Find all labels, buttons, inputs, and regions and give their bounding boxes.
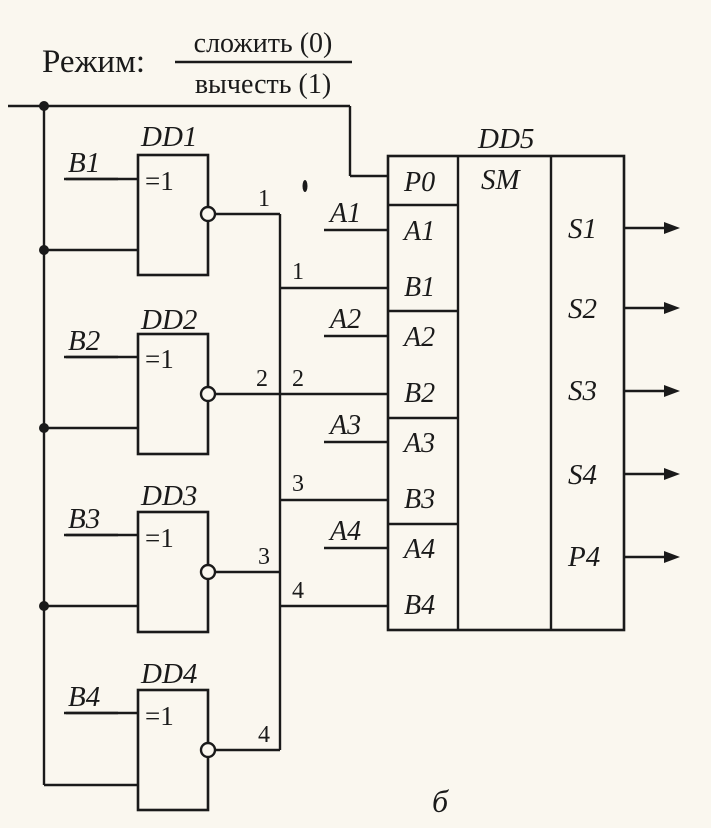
figure-caption: б [432,783,449,819]
junction-dot [39,101,49,111]
xor-gate-dd2: DD2 =1 B2 2 [64,304,388,456]
gate-name: DD1 [140,121,197,153]
gate-function: =1 [145,523,174,553]
gate-output-number: 3 [258,544,270,570]
output-arrows [624,222,680,563]
gate-function: =1 [145,701,174,731]
gate-name: DD3 [140,480,197,512]
junction-dot [39,245,49,255]
gate-name: DD2 [140,304,197,336]
adder-input-b3: B3 [404,484,435,515]
adder-output-s4: S4 [568,459,597,491]
junction-dot [39,423,49,433]
gate-input-label: B2 [68,325,100,357]
adder-output-s3: S3 [568,375,597,407]
gate-output-number: 4 [258,722,270,748]
mode-label: Режим: [42,44,145,80]
xor-gate-dd3: DD3 =1 B3 3 [64,480,280,634]
adder-input-a4: A4 [402,534,435,565]
gate-function: =1 [145,344,174,374]
arrow-head-icon [664,468,680,480]
adder-output-s1: S1 [568,213,597,245]
a-input-label: A4 [328,516,361,547]
adder-input-a2: A2 [402,322,435,353]
bus-number: 3 [292,471,304,497]
adder-input-b1: B1 [404,272,435,303]
gate-input-label: B4 [68,681,100,713]
bus-number: 4 [292,578,304,604]
gate-name: DD4 [140,658,197,690]
arrow-head-icon [664,222,680,234]
xor-gate-dd4: DD4 =1 B4 4 [64,658,280,812]
gate-output-number: 2 [256,366,268,392]
adder-input-a1: A1 [402,216,435,247]
adder-output-s2: S2 [568,293,597,325]
a-input-lines: A1 A2 A3 A4 [324,198,388,550]
print-speck [302,180,308,192]
xor-gate-dd1: DD1 =1 B1 1 [64,121,280,277]
arrow-head-icon [664,551,680,563]
adder-name: DD5 [477,123,534,155]
adder-function: SM [481,164,522,196]
gate-input-label: B1 [68,147,100,179]
arrow-head-icon [664,302,680,314]
inversion-bubble [199,563,217,581]
adder-input-b2: B2 [404,378,435,409]
adder-input-a3: A3 [402,428,435,459]
adder-output-p4: P4 [567,541,600,573]
a-input-label: A3 [328,410,361,441]
adder-dd5: DD5 SM P0 A1 B1 A2 B2 A3 B3 A4 B4 S1 S2 … [386,123,626,632]
junction-dot [39,601,49,611]
arrow-head-icon [664,385,680,397]
a-input-label: A2 [328,304,361,335]
adder-input-p0: P0 [403,167,435,198]
bus-number: 1 [292,259,304,285]
a-input-label: A1 [328,198,361,229]
adder-body [386,154,626,632]
mode-add-label: сложить (0) [194,28,333,59]
inversion-bubble [199,741,217,759]
mode-subtract-label: вычесть (1) [195,69,331,100]
adder-input-b4: B4 [404,590,435,621]
bus-number: 2 [292,366,304,392]
gate-output-bus: 1 2 3 4 [278,214,388,750]
mode-control-bus [8,101,388,787]
gate-function: =1 [145,166,174,196]
gate-input-label: B3 [68,503,100,535]
gate-output-number: 1 [258,186,270,212]
inversion-bubble [199,205,217,223]
inversion-bubble [199,385,217,403]
